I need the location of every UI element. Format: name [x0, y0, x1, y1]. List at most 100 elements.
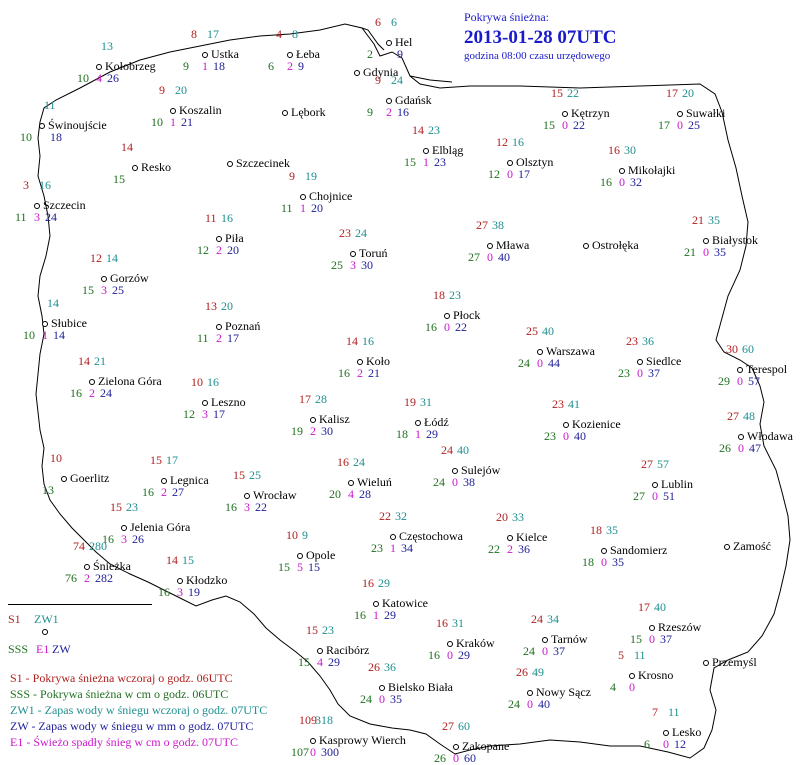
- station-marker: [649, 625, 655, 631]
- station-s1: 9: [159, 83, 165, 97]
- station-s1: 23: [339, 226, 351, 240]
- station-s1: 15: [551, 86, 563, 100]
- station-name: Lesko: [672, 725, 702, 739]
- station-zw1: 32: [395, 509, 407, 523]
- station-zw: 12: [674, 737, 686, 751]
- station-s1: 19: [404, 395, 416, 409]
- station-marker: [487, 243, 493, 249]
- station-zw: 14: [53, 328, 65, 342]
- station-sss: 76: [65, 571, 77, 585]
- station-name: Płock: [453, 308, 481, 322]
- station-sss: 6: [644, 737, 650, 751]
- station-marker: [703, 238, 709, 244]
- station-sss: 22: [488, 542, 500, 556]
- station-s1: 10: [191, 375, 203, 389]
- station-name: Kłodzko: [186, 573, 228, 587]
- station-e1: 0: [310, 745, 316, 759]
- station-name: Sandomierz: [610, 543, 668, 557]
- station-s1: 14: [412, 123, 424, 137]
- station-name: Tarnów: [551, 632, 588, 646]
- legend-item-zw: ZW - Zapas wody w śniegu w mm o godz. 07…: [10, 719, 254, 733]
- station-name: Opole: [306, 548, 336, 562]
- station-s1: 14: [346, 334, 358, 348]
- station-marker: [386, 40, 392, 46]
- station-name: Lębork: [291, 105, 326, 119]
- station-zw1: 57: [657, 457, 669, 471]
- station-s1: 22: [379, 509, 391, 523]
- station-marker: [724, 544, 730, 550]
- station-s1: 27: [727, 409, 739, 423]
- station-name: Rzeszów: [658, 620, 702, 634]
- station-e1: 0: [737, 374, 743, 388]
- station-marker: [562, 111, 568, 117]
- station-e1: 0: [452, 475, 458, 489]
- station-sss: 20: [329, 487, 341, 501]
- station-zw: 35: [714, 245, 726, 259]
- station-e1: 2: [161, 485, 167, 499]
- station-e1: 0: [447, 648, 453, 662]
- station-zw1: 13: [101, 39, 113, 53]
- station-name: Kozienice: [572, 417, 621, 431]
- station-name: Włodawa: [747, 429, 793, 443]
- station-sss: 26: [434, 751, 446, 765]
- station-name: Gdańsk: [395, 93, 432, 107]
- station-zw: 300: [321, 745, 339, 759]
- station-zw: 30: [361, 258, 373, 272]
- station-marker: [507, 535, 513, 541]
- station-sss: 24: [508, 697, 520, 711]
- station-sss: 25: [331, 258, 343, 272]
- station-e1: 3: [34, 210, 40, 224]
- station-sss: 10: [151, 115, 163, 129]
- station-zw: 51: [663, 489, 675, 503]
- station-s1: 16: [337, 455, 349, 469]
- station-zw1: 30: [624, 143, 636, 157]
- legend-demo-sss: SSS: [8, 642, 29, 656]
- station-zw: 47: [749, 441, 761, 455]
- station-sss: 23: [371, 541, 383, 555]
- station-e1: 0: [703, 245, 709, 259]
- station-sss: 15: [543, 118, 555, 132]
- station-e1: 1: [42, 328, 48, 342]
- station-zw: 29: [328, 655, 340, 669]
- station-sss: 10: [77, 71, 89, 85]
- station-marker: [527, 690, 533, 696]
- station-zw1: 17: [166, 453, 178, 467]
- station-zw: 37: [660, 632, 672, 646]
- station-zw1: 36: [642, 334, 654, 348]
- station-name: Ustka: [211, 47, 239, 61]
- station-name: Łeba: [296, 47, 320, 61]
- station-sss: 16: [70, 386, 82, 400]
- station-marker: [583, 243, 589, 249]
- station-zw1: 40: [542, 324, 554, 338]
- station-zw: 37: [553, 644, 565, 658]
- station-zw1: 11: [634, 648, 646, 662]
- station-name: Kalisz: [319, 412, 350, 426]
- station-name: Racibórz: [326, 643, 370, 657]
- station-marker: [354, 70, 360, 76]
- station-sss: 13: [42, 483, 54, 497]
- station-name: Wrocław: [253, 488, 297, 502]
- station-zw: 22: [573, 118, 585, 132]
- station-marker: [447, 641, 453, 647]
- station-e1: 2: [386, 105, 392, 119]
- station-s1: 15: [110, 500, 122, 514]
- station-e1: 0: [527, 697, 533, 711]
- station-s1: 14: [78, 354, 90, 368]
- station-name: Zamość: [733, 539, 771, 553]
- station-name: Katowice: [382, 596, 428, 610]
- station-e1: 2: [84, 571, 90, 585]
- station-sss: 107: [291, 745, 309, 759]
- station-name: Łódź: [424, 415, 449, 429]
- station-zw: 20: [227, 243, 239, 257]
- station-sss: 24: [433, 475, 445, 489]
- station-s1: 74: [73, 539, 85, 553]
- station-sss: 26: [719, 441, 731, 455]
- legend-demo-zw: ZW: [52, 642, 71, 656]
- station-marker: [601, 548, 607, 554]
- station-e1: 2: [310, 424, 316, 438]
- station-marker: [297, 553, 303, 559]
- station-marker: [42, 321, 48, 327]
- station-sss: 12: [183, 407, 195, 421]
- legend-items: S1 - Pokrywa śnieżna wczoraj o godz. 06U…: [10, 670, 267, 750]
- station-name: Ostrołęka: [592, 238, 639, 252]
